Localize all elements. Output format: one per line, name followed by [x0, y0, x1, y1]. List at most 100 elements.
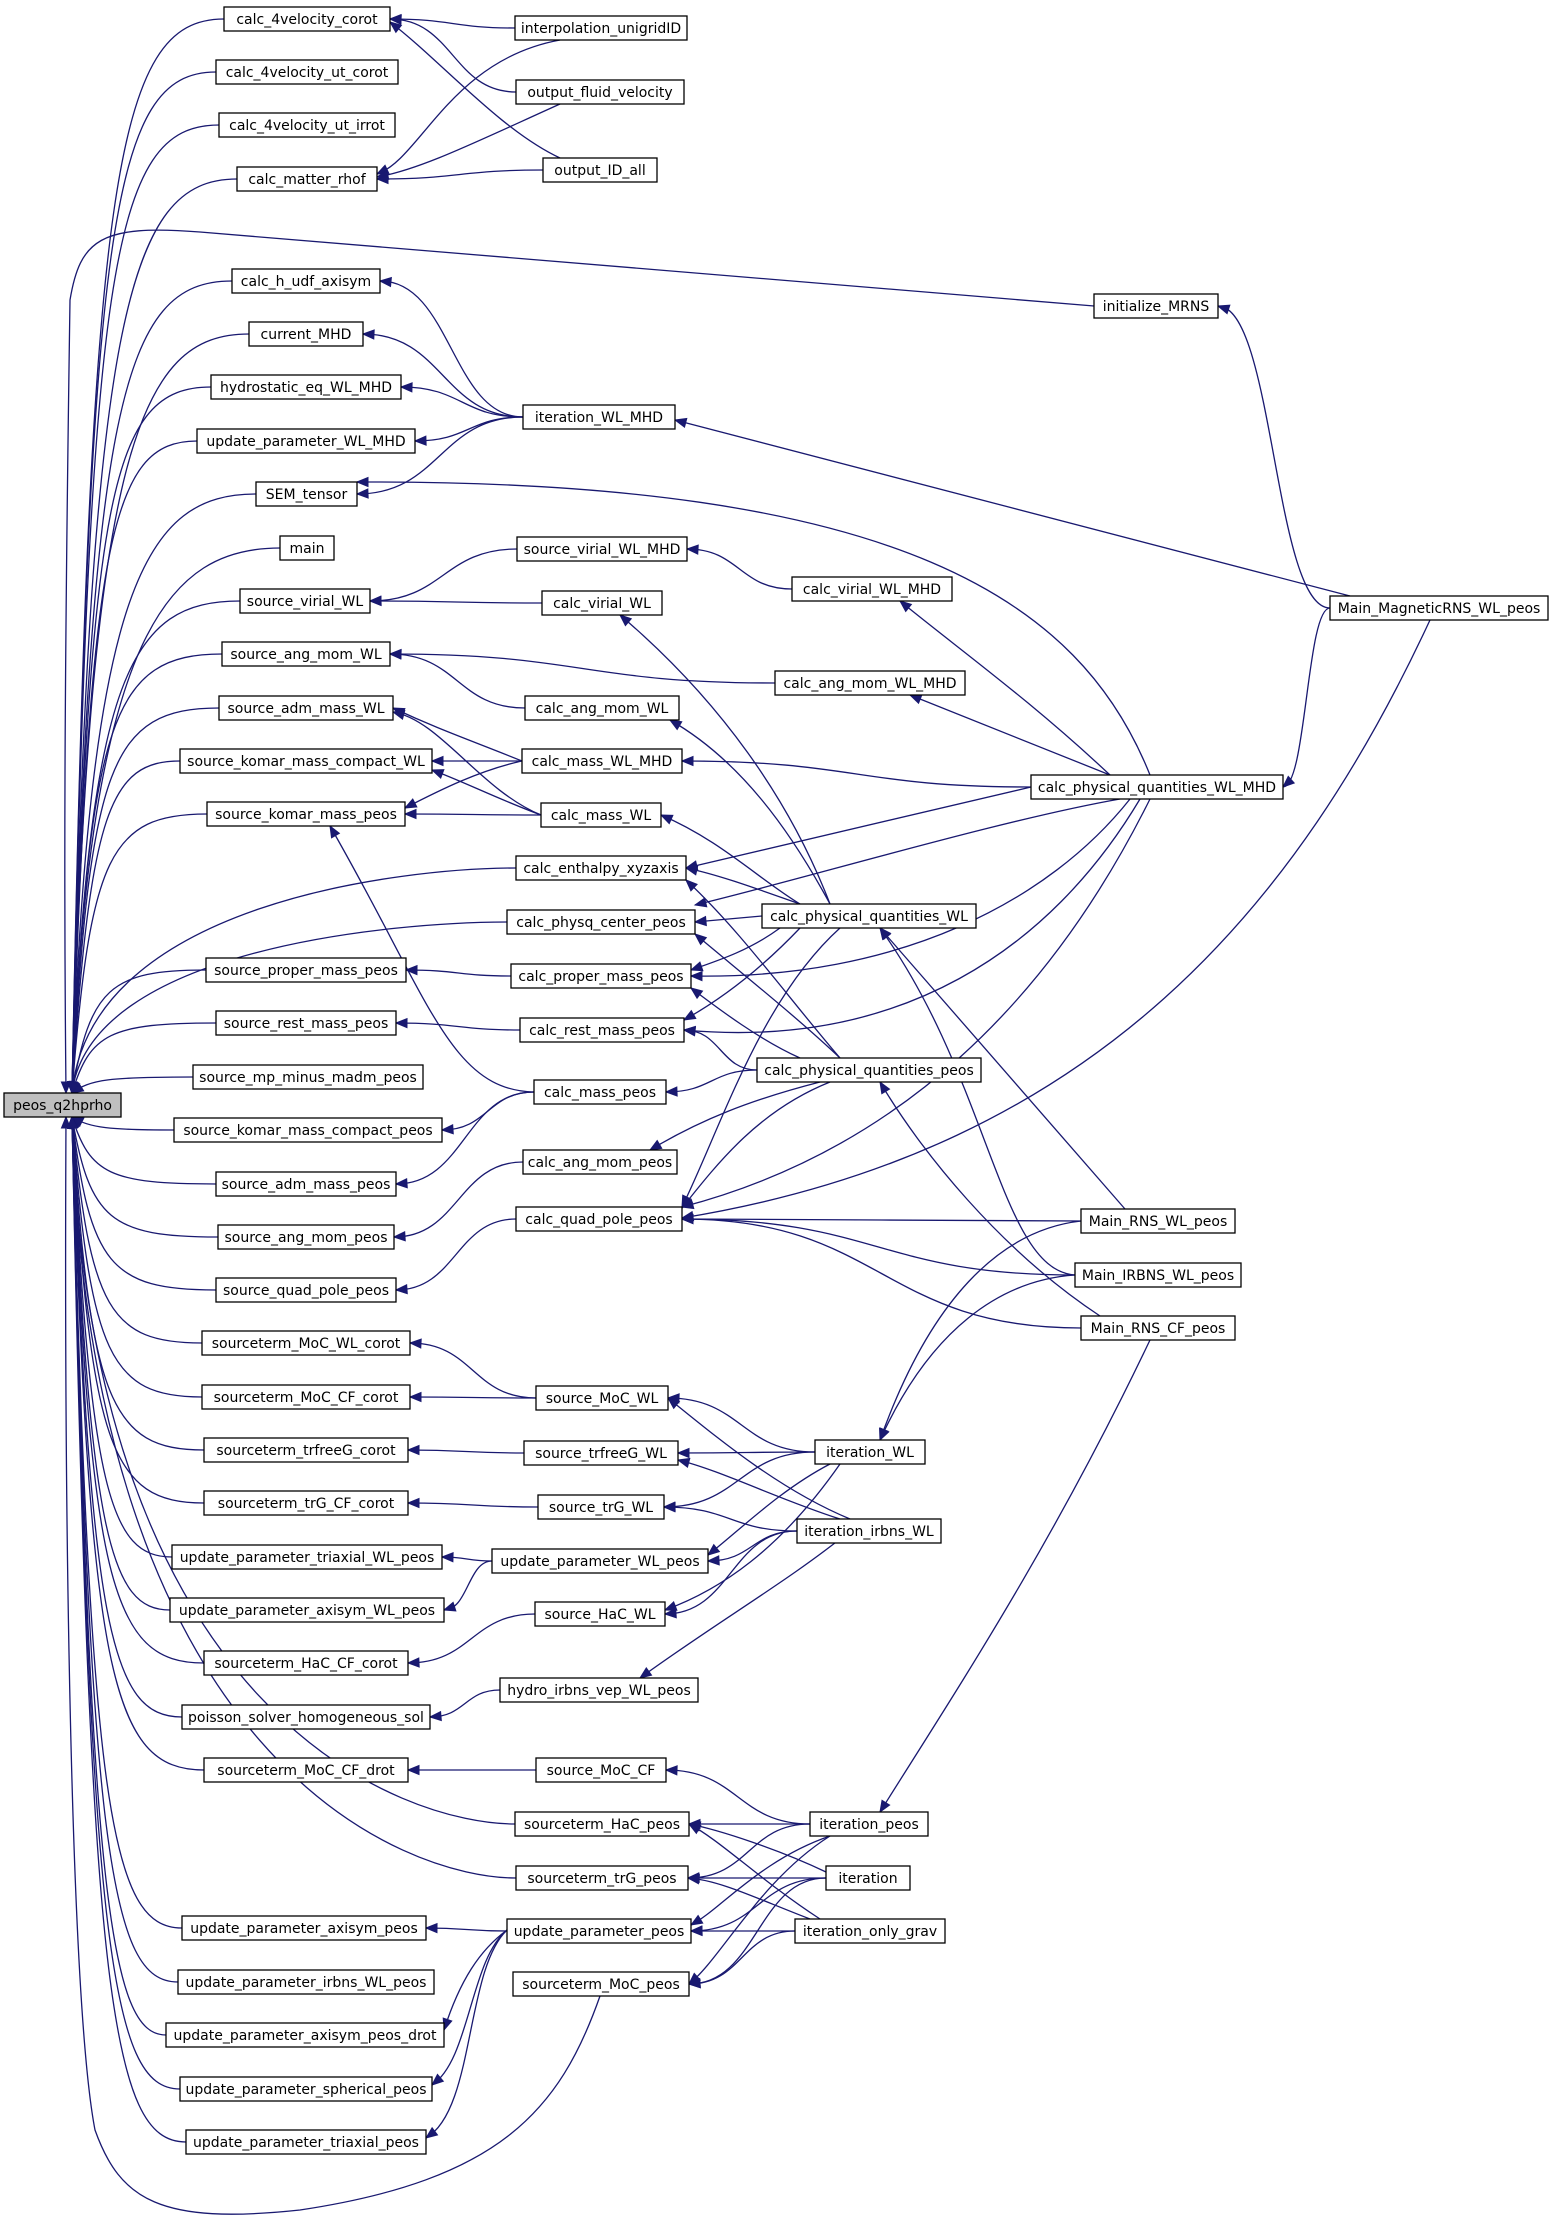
- function-node-iteration-only-grav[interactable]: iteration_only_grav: [794, 1918, 946, 1944]
- edge-line: [425, 1929, 508, 2139]
- function-node-source-ang-mom-wl[interactable]: source_ang_mom_WL: [221, 641, 391, 667]
- call-edge: [403, 808, 542, 820]
- function-node-calc-ang-mom-wl-mhd[interactable]: calc_ang_mom_WL_MHD: [774, 670, 966, 696]
- function-node-iteration-irbns-wl[interactable]: iteration_irbns_WL: [796, 1518, 942, 1544]
- function-node-sourceterm-trg-peos[interactable]: sourceterm_trG_peos: [515, 1865, 689, 1891]
- function-node-source-adm-mass-wl[interactable]: source_adm_mass_WL: [218, 695, 394, 721]
- function-node-sourceterm-moc-wl-corot[interactable]: sourceterm_MoC_WL_corot: [201, 1330, 411, 1356]
- function-node-source-adm-mass-peos[interactable]: source_adm_mass_peos: [215, 1171, 397, 1197]
- function-node-output-id-all[interactable]: output_ID_all: [542, 157, 658, 183]
- function-node-calc-physical-quantities-wl-mhd[interactable]: calc_physical_quantities_WL_MHD: [1030, 774, 1284, 800]
- function-node-output-fluid-velocity[interactable]: output_fluid_velocity: [515, 79, 685, 105]
- node-box: [825, 1865, 911, 1891]
- function-node-interpolation-unigridid[interactable]: interpolation_unigridID: [514, 15, 688, 41]
- node-label: iteration: [838, 1871, 897, 1887]
- function-node-calc-physq-center-peos[interactable]: calc_physq_center_peos: [506, 909, 696, 935]
- function-node-poisson-solver-homogeneous-sol[interactable]: poisson_solver_homogeneous_sol: [181, 1704, 431, 1730]
- function-node-main-magneticrns-wl-peos[interactable]: Main_MagneticRNS_WL_peos: [1329, 595, 1549, 621]
- function-node-main-rns-wl-peos[interactable]: Main_RNS_WL_peos: [1080, 1208, 1236, 1234]
- function-node-calc-4velocity-ut-corot[interactable]: calc_4velocity_ut_corot: [215, 59, 399, 85]
- call-edge: [687, 1823, 821, 1920]
- function-node-sourceterm-trg-cf-corot[interactable]: sourceterm_trG_CF_corot: [203, 1490, 409, 1516]
- edge-line: [667, 1397, 851, 1520]
- function-node-peos-q2hprho[interactable]: peos_q2hprho: [3, 1092, 122, 1118]
- function-node-source-virial-wl[interactable]: source_virial_WL: [239, 588, 371, 614]
- node-box: [218, 112, 396, 138]
- function-node-calc-mass-wl[interactable]: calc_mass_WL: [540, 802, 662, 828]
- node-box: [537, 1494, 665, 1520]
- function-node-calc-mass-peos[interactable]: calc_mass_peos: [533, 1079, 667, 1105]
- function-node-calc-ang-mom-peos[interactable]: calc_ang_mom_peos: [522, 1149, 678, 1175]
- function-node-calc-ang-mom-wl[interactable]: calc_ang_mom_WL: [524, 695, 680, 721]
- function-node-source-rest-mass-peos[interactable]: source_rest_mass_peos: [215, 1010, 397, 1036]
- function-node-update-parameter-irbns-wl-peos[interactable]: update_parameter_irbns_WL_peos: [177, 1969, 435, 1995]
- function-node-source-mp-minus-madm-peos[interactable]: source_mp_minus_madm_peos: [192, 1064, 424, 1090]
- function-node-iteration-wl[interactable]: iteration_WL: [814, 1439, 926, 1465]
- function-node-source-trg-wl[interactable]: source_trG_WL: [537, 1494, 665, 1520]
- function-node-sourceterm-moc-peos[interactable]: sourceterm_MoC_peos: [512, 1971, 690, 1997]
- function-node-source-moc-wl[interactable]: source_MoC_WL: [535, 1385, 669, 1411]
- function-node-update-parameter-axisym-peos[interactable]: update_parameter_axisym_peos: [181, 1915, 427, 1941]
- function-node-source-quad-pole-peos[interactable]: source_quad_pole_peos: [215, 1277, 397, 1303]
- function-node-sem-tensor[interactable]: SEM_tensor: [255, 481, 358, 507]
- function-node-calc-quad-pole-peos[interactable]: calc_quad_pole_peos: [515, 1206, 683, 1232]
- function-node-calc-virial-wl-mhd[interactable]: calc_virial_WL_MHD: [791, 576, 953, 602]
- function-node-current-mhd[interactable]: current_MHD: [248, 321, 364, 347]
- function-node-hydro-irbns-vep-wl-peos[interactable]: hydro_irbns_vep_WL_peos: [499, 1677, 699, 1703]
- function-node-initialize-mrns[interactable]: initialize_MRNS: [1093, 293, 1219, 319]
- node-label: source_trG_WL: [549, 1500, 653, 1516]
- function-node-main-irbns-wl-peos[interactable]: Main_IRBNS_WL_peos: [1074, 1262, 1242, 1288]
- function-node-sourceterm-moc-cf-corot[interactable]: sourceterm_MoC_CF_corot: [201, 1384, 411, 1410]
- function-node-main-rns-cf-peos[interactable]: Main_RNS_CF_peos: [1080, 1315, 1236, 1341]
- edge-line: [1217, 305, 1331, 609]
- function-node-sourceterm-hac-cf-corot[interactable]: sourceterm_HaC_CF_corot: [203, 1650, 409, 1676]
- function-node-calc-physical-quantities-wl[interactable]: calc_physical_quantities_WL: [761, 903, 977, 929]
- function-node-update-parameter-wl-peos[interactable]: update_parameter_WL_peos: [491, 1548, 709, 1574]
- function-node-source-trfreeg-wl[interactable]: source_trfreeG_WL: [523, 1440, 679, 1466]
- function-node-sourceterm-hac-peos[interactable]: sourceterm_HaC_peos: [514, 1811, 690, 1837]
- function-node-update-parameter-wl-mhd[interactable]: update_parameter_WL_MHD: [196, 428, 416, 454]
- edge-line: [389, 18, 517, 93]
- function-node-update-parameter-triaxial-peos[interactable]: update_parameter_triaxial_peos: [185, 2129, 427, 2155]
- call-edge: [68, 1115, 217, 1291]
- edge-line: [71, 921, 508, 1094]
- function-node-iteration-wl-mhd[interactable]: iteration_WL_MHD: [522, 404, 676, 430]
- function-node-calc-mass-wl-mhd[interactable]: calc_mass_WL_MHD: [521, 748, 683, 774]
- call-edge: [682, 1026, 758, 1071]
- function-node-update-parameter-spherical-peos[interactable]: update_parameter_spherical_peos: [179, 2076, 433, 2102]
- function-node-calc-rest-mass-peos[interactable]: calc_rest_mass_peos: [519, 1017, 685, 1043]
- function-node-iteration-peos[interactable]: iteration_peos: [809, 1811, 929, 1837]
- function-node-sourceterm-moc-cf-drot[interactable]: sourceterm_MoC_CF_drot: [203, 1757, 409, 1783]
- node-box: [519, 1017, 685, 1043]
- call-edge: [70, 1022, 217, 1095]
- function-node-source-hac-wl[interactable]: source_HaC_WL: [534, 1601, 666, 1627]
- node-box: [541, 590, 663, 616]
- function-node-update-parameter-axisym-wl-peos[interactable]: update_parameter_axisym_WL_peos: [169, 1597, 445, 1623]
- function-node-calc-virial-wl[interactable]: calc_virial_WL: [541, 590, 663, 616]
- function-node-calc-proper-mass-peos[interactable]: calc_proper_mass_peos: [510, 963, 692, 989]
- function-node-calc-physical-quantities-peos[interactable]: calc_physical_quantities_peos: [756, 1057, 982, 1083]
- function-node-iteration[interactable]: iteration: [825, 1865, 911, 1891]
- arrowhead: [406, 1497, 420, 1509]
- function-node-calc-4velocity-ut-irrot[interactable]: calc_4velocity_ut_irrot: [218, 112, 396, 138]
- function-node-update-parameter-triaxial-wl-peos[interactable]: update_parameter_triaxial_WL_peos: [171, 1544, 443, 1570]
- function-node-calc-h-udf-axisym[interactable]: calc_h_udf_axisym: [231, 268, 381, 294]
- function-node-source-virial-wl-mhd[interactable]: source_virial_WL_MHD: [516, 536, 688, 562]
- function-node-source-komar-mass-peos[interactable]: source_komar_mass_peos: [206, 801, 406, 827]
- function-node-hydrostatic-eq-wl-mhd[interactable]: hydrostatic_eq_WL_MHD: [210, 374, 402, 400]
- function-node-source-komar-mass-compact-wl[interactable]: source_komar_mass_compact_WL: [179, 748, 433, 774]
- function-node-update-parameter-peos[interactable]: update_parameter_peos: [506, 1918, 692, 1944]
- function-node-update-parameter-axisym-peos-drot[interactable]: update_parameter_axisym_peos_drot: [165, 2022, 445, 2048]
- function-node-calc-matter-rhof[interactable]: calc_matter_rhof: [236, 166, 378, 192]
- function-node-source-ang-mom-peos[interactable]: source_ang_mom_peos: [217, 1224, 395, 1250]
- function-node-sourceterm-trfreeg-corot[interactable]: sourceterm_trfreeG_corot: [203, 1437, 409, 1463]
- function-node-source-moc-cf[interactable]: source_MoC_CF: [535, 1757, 667, 1783]
- function-node-calc-4velocity-corot[interactable]: calc_4velocity_corot: [223, 6, 391, 32]
- function-node-source-komar-mass-compact-peos[interactable]: source_komar_mass_compact_peos: [173, 1117, 443, 1143]
- function-node-calc-enthalpy-xyzaxis[interactable]: calc_enthalpy_xyzaxis: [515, 855, 687, 881]
- node-label: calc_ang_mom_WL_MHD: [783, 676, 956, 692]
- function-node-source-proper-mass-peos[interactable]: source_proper_mass_peos: [205, 957, 407, 983]
- node-box: [177, 1969, 435, 1995]
- node-label: iteration_WL_MHD: [535, 410, 663, 426]
- function-node-main[interactable]: main: [279, 535, 335, 561]
